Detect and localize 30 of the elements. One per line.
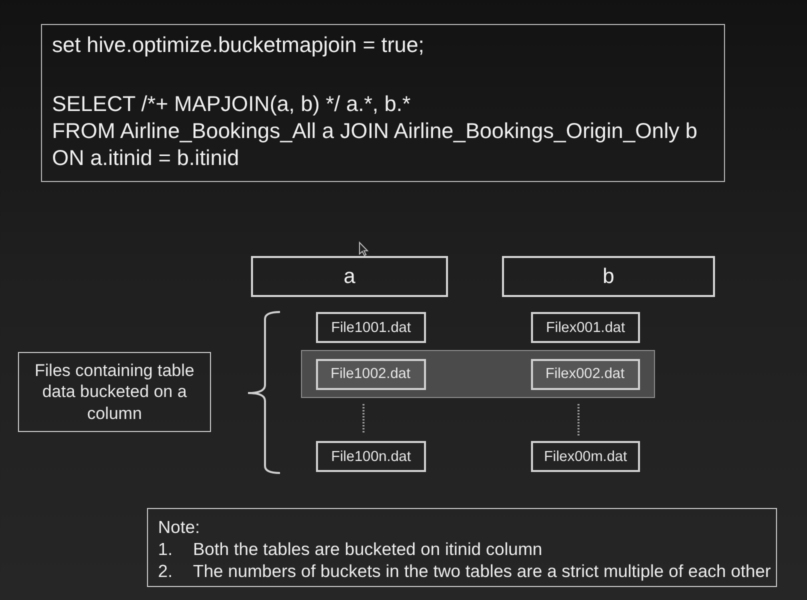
highlight-band bbox=[301, 350, 655, 398]
file-name: Filex002.dat bbox=[546, 366, 624, 382]
file-name: File1002.dat bbox=[330, 366, 410, 382]
table-header-box bbox=[251, 256, 448, 297]
list-number: 1. bbox=[158, 538, 174, 560]
file-box bbox=[530, 358, 640, 390]
file-box bbox=[531, 441, 640, 472]
file-box bbox=[531, 312, 640, 343]
file-box bbox=[316, 312, 426, 343]
table-name: b bbox=[602, 264, 614, 288]
code-line: set hive.optimize.bucketmapjoin = true; bbox=[52, 32, 424, 59]
code-line: ON a.itinid = b.itinid bbox=[52, 145, 240, 172]
file-name: File100n.dat bbox=[331, 448, 411, 464]
table-header-box bbox=[502, 256, 715, 297]
file-name: Filex001.dat bbox=[546, 320, 625, 336]
description-text: Files containing table data bucketed on a column bbox=[34, 360, 196, 424]
description-box bbox=[18, 352, 211, 432]
file-name: Filex00m.dat bbox=[544, 448, 627, 464]
file-box bbox=[316, 441, 426, 472]
note-text: The numbers of buckets in the two tables are a strict multiple of each other bbox=[193, 560, 771, 582]
note-text: Both the tables are bucketed on itinid column bbox=[193, 538, 544, 560]
note-heading: Note: bbox=[158, 516, 200, 538]
code-line: FROM Airline_Bookings_All a JOIN Airline_Bookings_Origin_Only b bbox=[52, 118, 698, 145]
code-line: SELECT /*+ MAPJOIN(a, b) */ a.*, b.* bbox=[52, 91, 411, 118]
list-number: 2. bbox=[158, 560, 174, 582]
code-panel bbox=[41, 24, 725, 182]
table-name: a bbox=[344, 264, 356, 288]
note-box bbox=[147, 508, 777, 587]
file-box bbox=[316, 358, 426, 390]
file-name: File1001.dat bbox=[331, 320, 411, 336]
